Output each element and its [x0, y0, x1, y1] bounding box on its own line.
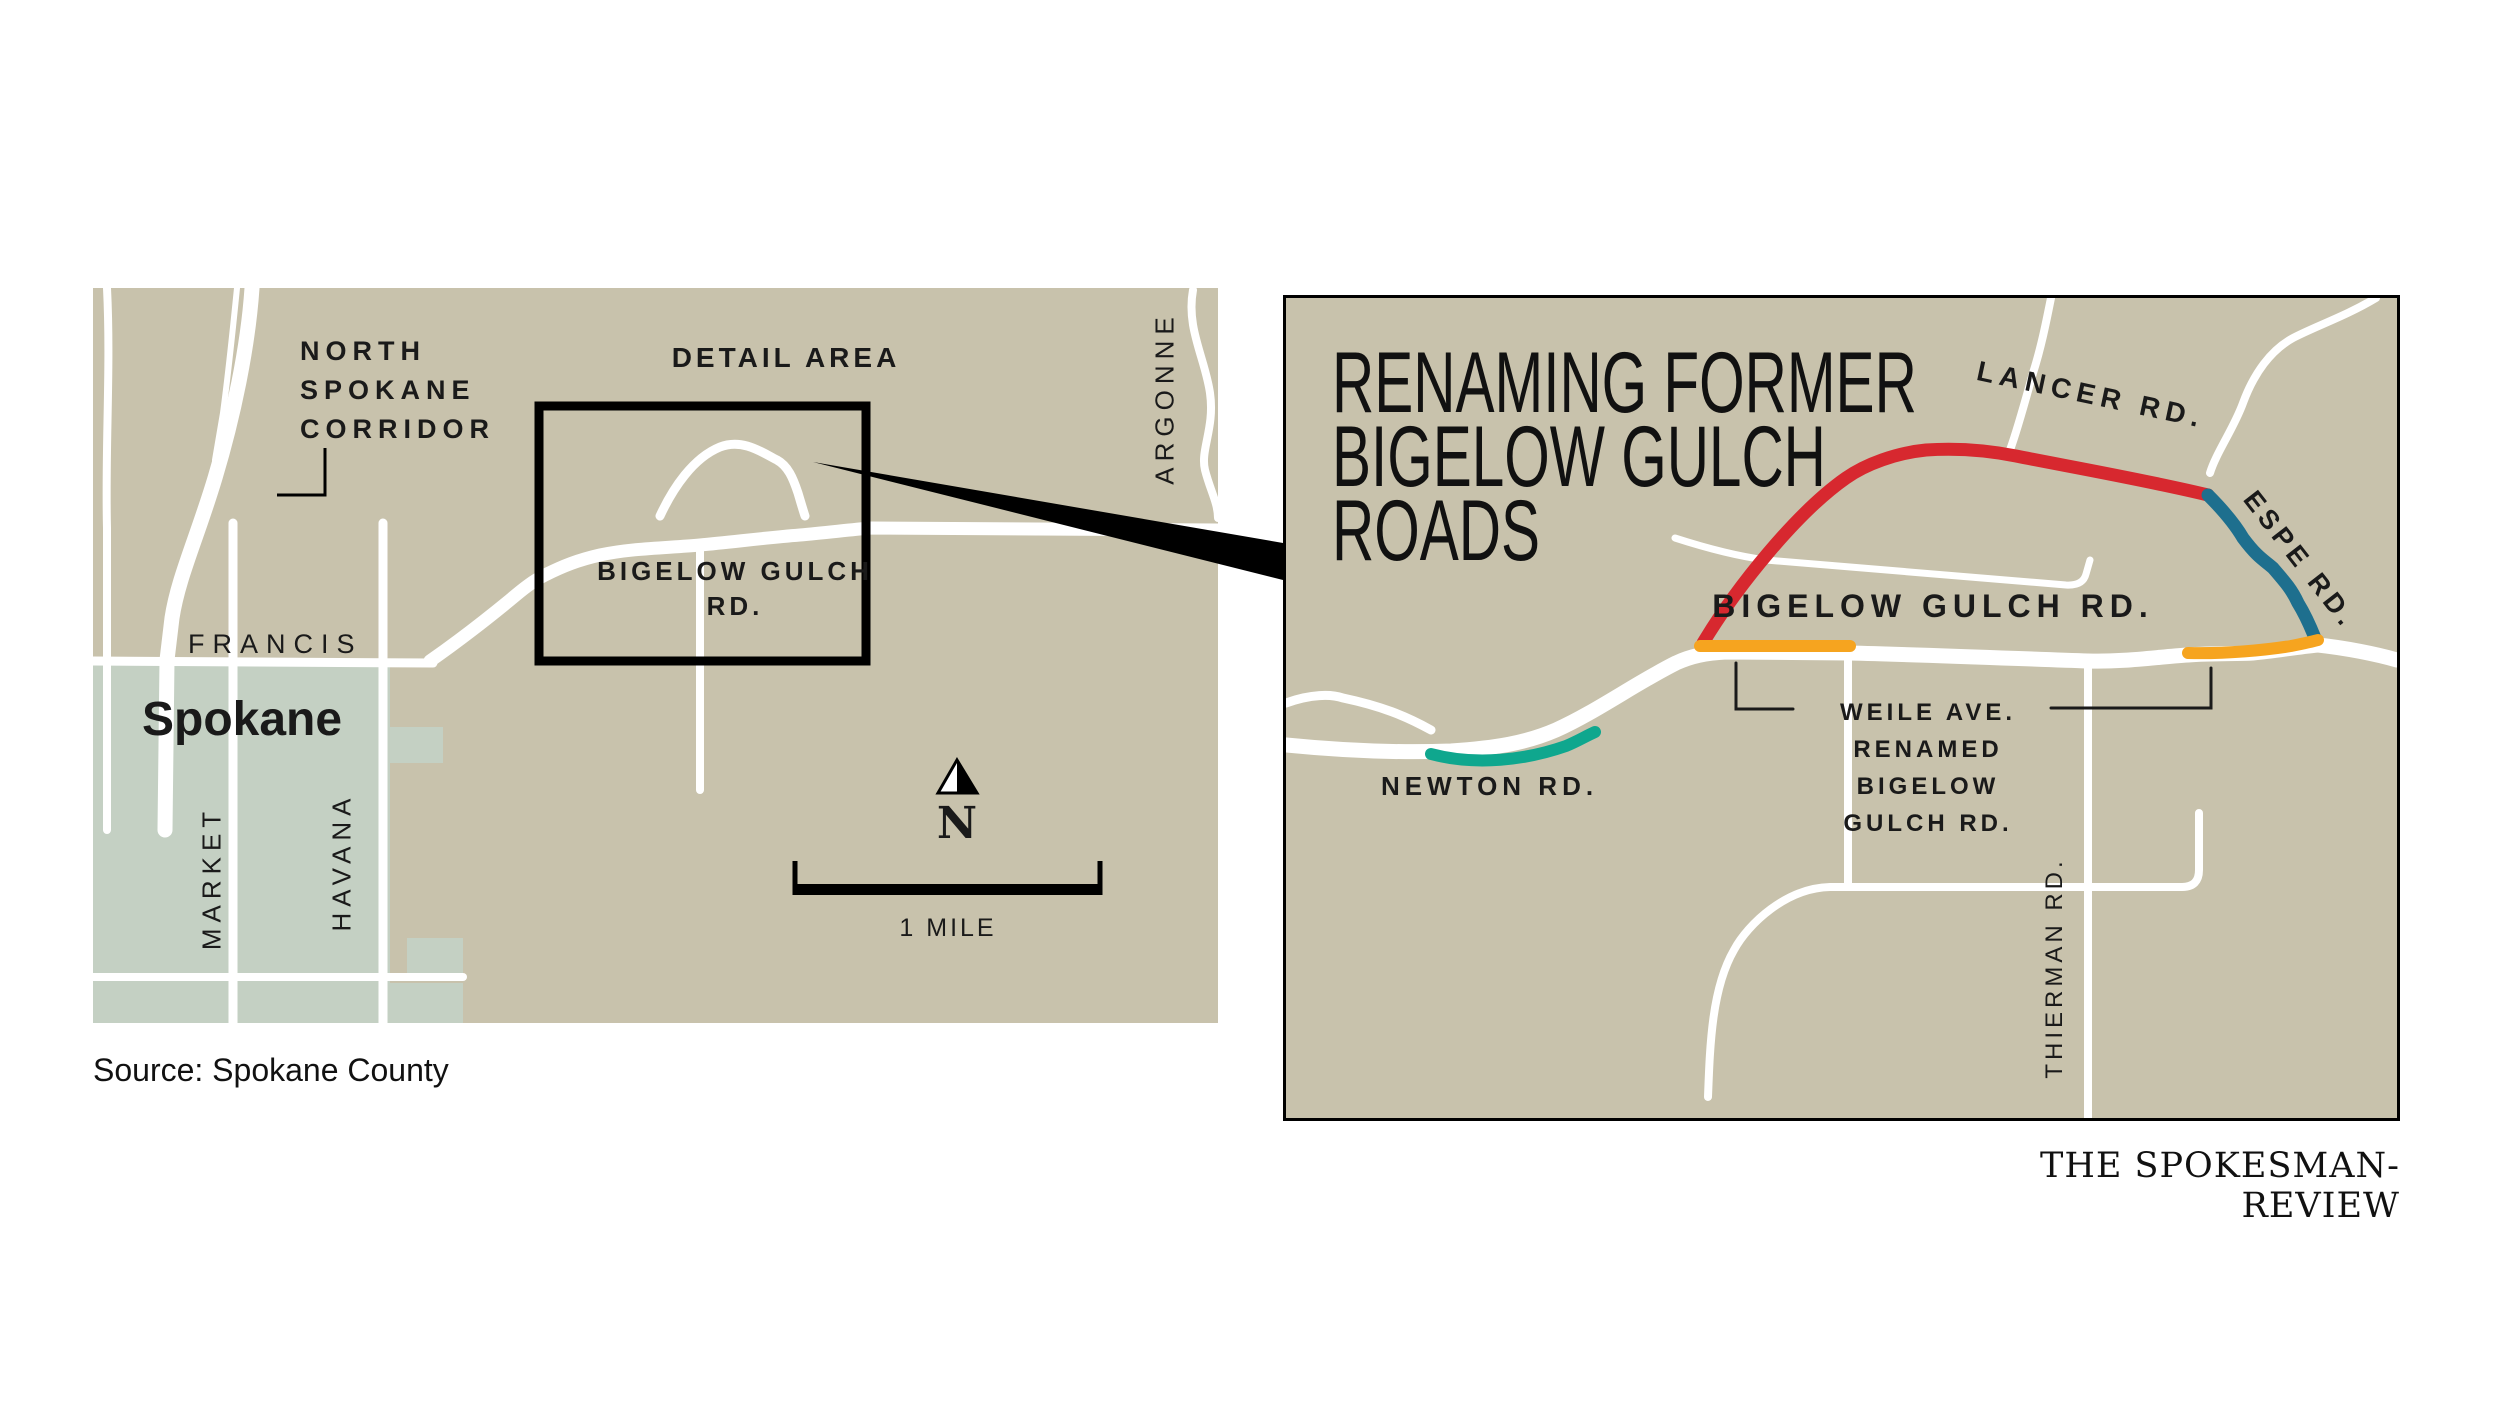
north-arrow-icon [935, 757, 980, 795]
newton-rd-segment [1425, 726, 1601, 767]
detail-area-box [534, 401, 871, 666]
north-spokane-corridor-road [157, 288, 260, 838]
weile-orange-east-segment [2182, 634, 2324, 660]
bigelow-gulch-road [423, 521, 1218, 668]
overview-map-drawing [93, 288, 1218, 1023]
overview-map: NORTH SPOKANE CORRIDOR DETAIL AREA BIGEL… [93, 288, 1218, 1023]
west-road [102, 288, 113, 834]
northeast-road [2206, 298, 2380, 477]
city-patch-3 [390, 983, 463, 1023]
city-patch-2 [407, 938, 463, 975]
west-branch-road [1286, 690, 1436, 735]
label-line: BIGELOW [1856, 773, 2000, 800]
label-line: CORRIDOR [300, 414, 495, 444]
label-thierman-rd: THIERMAN RD. [2041, 857, 2068, 1079]
label-argonne: ARGONNE [1149, 311, 1180, 485]
label-line: WEILE AVE. [1839, 699, 2017, 726]
title-line: RENAMING FORMER [1332, 335, 1917, 431]
detail-map: RENAMING FORMER BIGELOW GULCH ROADS LANC… [1283, 295, 2400, 1121]
label-line: NORTH [300, 336, 426, 366]
espe-rd-segment [2201, 488, 2322, 645]
scale-bar [792, 861, 1103, 895]
south-loop-road [1704, 809, 2203, 1101]
detail-map-drawing [1286, 298, 2397, 1118]
label-bigelow-gulch-rd-overview: BIGELOW GULCH RD. [597, 554, 873, 624]
graphic-title: RENAMING FORMER BIGELOW GULCH ROADS [1332, 335, 1917, 579]
weile-leader-left [1734, 661, 1795, 711]
argonne-road [1187, 288, 1218, 522]
label-north-letter: N [936, 798, 978, 849]
label-line: RENAMED [1853, 736, 2003, 763]
label-north-spokane-corridor: NORTH SPOKANE CORRIDOR [300, 332, 495, 449]
north-road [2006, 298, 2055, 454]
label-havana: HAVANA [326, 792, 357, 932]
label-detail-area: DETAIL AREA [671, 342, 901, 373]
francis-road [93, 656, 438, 668]
label-line: RD. [706, 591, 764, 621]
publisher-credit: THE SPOKESMAN-REVIEW [2039, 1146, 2400, 1226]
label-scale: 1 MILE [899, 914, 997, 942]
title-line: BIGELOW GULCH [1332, 409, 1826, 505]
mid-cross-road [1671, 534, 2094, 589]
label-spokane: Spokane [142, 693, 343, 746]
weile-leader-right [2049, 666, 2213, 710]
callout-wedge [813, 462, 1283, 580]
title-line: ROADS [1332, 483, 1540, 579]
label-line: BIGELOW GULCH [597, 556, 873, 586]
spokane-city-area [93, 662, 390, 1023]
label-line: GULCH RD. [1843, 810, 2013, 837]
city-patch-1 [388, 727, 443, 763]
label-weile-renamed: WEILE AVE. RENAMED BIGELOW GULCH RD. [1840, 694, 2016, 842]
source-credit: Source: Spokane County [93, 1052, 449, 1088]
old-gulch-loop-road [655, 439, 810, 521]
label-bigelow-gulch-rd: BIGELOW GULCH RD. [1712, 588, 2154, 624]
label-line: SPOKANE [300, 375, 476, 405]
lancer-rd-segment [1696, 442, 2215, 650]
corridor-branch-road [212, 288, 240, 463]
corridor-leader-line [277, 448, 327, 497]
label-newton-rd: NEWTON RD. [1381, 771, 1599, 801]
label-market: MARKET [196, 805, 227, 951]
label-francis: FRANCIS [188, 629, 363, 659]
